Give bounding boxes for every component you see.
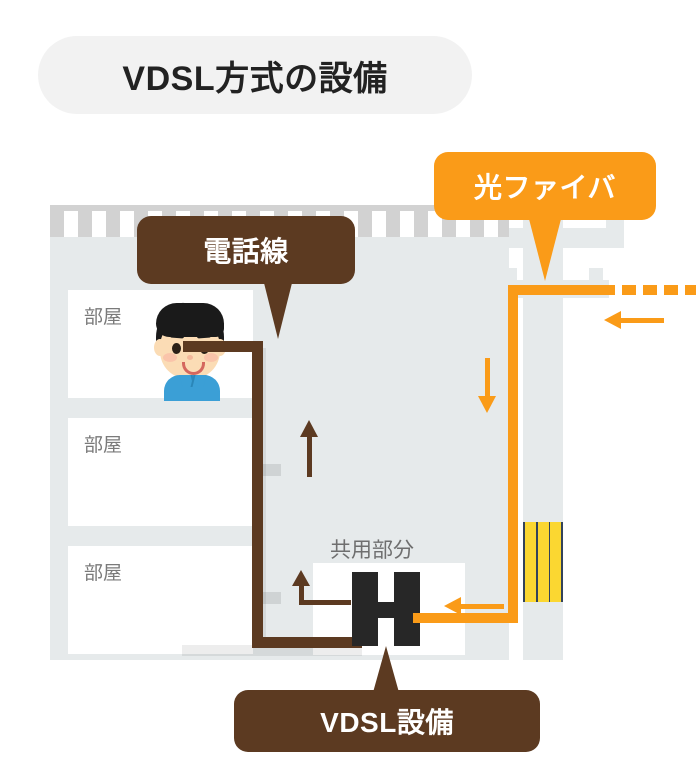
callout-vdsl-tail: [372, 646, 400, 696]
callout-fiber-tail: [529, 219, 561, 281]
cheek-left: [163, 353, 177, 362]
pole-hazard-band: [523, 522, 563, 602]
nose: [187, 355, 193, 360]
hazard-stripe: [537, 522, 549, 602]
fiber-arrow-down-shaft: [485, 358, 490, 398]
phone-cable-room-horizontal: [183, 341, 263, 352]
mouth: [182, 362, 205, 375]
roof-window: [92, 211, 106, 237]
phone-signal-arrow-up: [300, 420, 318, 437]
phone-cable-branch-horizontal: [299, 600, 351, 605]
phone-signal-arrow-branch: [292, 570, 310, 586]
fiber-arrow-left-shaft: [460, 604, 504, 609]
vdsl-device-right-leg: [394, 572, 420, 646]
fiber-signal-arrow-top: [604, 311, 621, 329]
hazard-stripe: [550, 522, 562, 602]
vdsl-device-left-leg: [352, 572, 378, 646]
phone-signal-arrow-shaft: [307, 435, 312, 477]
fiber-signal-arrow-down: [478, 396, 496, 413]
roof-window: [64, 211, 78, 237]
callout-phone-line-label: 電話線: [203, 236, 289, 267]
room-label: 部屋: [84, 435, 123, 456]
phone-cable-branch-vertical: [299, 583, 304, 603]
room-3: 部屋: [68, 546, 253, 654]
eye-left: [172, 343, 181, 354]
roof-window: [372, 211, 386, 237]
roof-window: [428, 211, 442, 237]
fiber-dash-segment: [685, 285, 696, 295]
vdsl-device-crossbar: [378, 602, 394, 618]
pole-insulator-right: [589, 268, 603, 282]
page-title: VDSL方式の設備: [38, 36, 472, 114]
fiber-signal-arrow-left: [444, 597, 461, 615]
roof-window: [400, 211, 414, 237]
fiber-dash-segment: [643, 285, 657, 295]
fiber-dash-segment: [622, 285, 636, 295]
phone-cable-vertical: [252, 341, 263, 641]
callout-vdsl-equipment: VDSL設備: [234, 690, 540, 752]
fiber-dash-segment: [664, 285, 678, 295]
callout-phone-line: 電話線: [137, 216, 355, 284]
hazard-stripe: [524, 522, 536, 602]
room-label: 部屋: [84, 563, 123, 584]
page-title-text: VDSL方式の設備: [122, 59, 388, 98]
room-label: 部屋: [84, 307, 123, 328]
vdsl-device: [352, 572, 420, 646]
cheek-right: [204, 353, 218, 362]
resident-avatar: [150, 301, 234, 401]
phone-cable-to-device: [252, 637, 362, 648]
fiber-cable-vertical-drop: [508, 285, 518, 623]
callout-vdsl-equipment-label: VDSL設備: [320, 707, 454, 738]
roof-window: [120, 211, 134, 237]
fiber-cable-top-horizontal: [508, 285, 608, 295]
room-2: 部屋: [68, 418, 253, 526]
callout-phone-line-tail: [264, 283, 292, 339]
phone-cable-shadow-horizontal: [182, 645, 362, 656]
callout-fiber-label: 光ファイバ: [474, 172, 616, 203]
fiber-cable-bottom-horizontal: [413, 613, 518, 623]
callout-fiber: 光ファイバ: [434, 152, 656, 220]
common-area-label: 共用部分: [330, 539, 414, 562]
pole-crossarm-cap-right: [606, 218, 624, 230]
fiber-arrow-top-shaft: [620, 318, 664, 323]
